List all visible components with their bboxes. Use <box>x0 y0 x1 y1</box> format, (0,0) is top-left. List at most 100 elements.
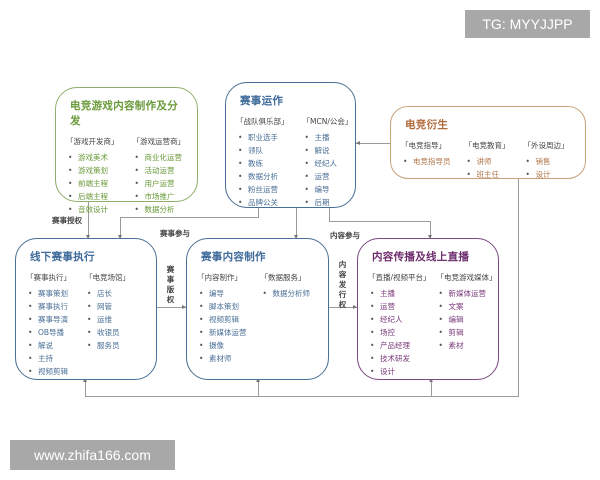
list-item: •商业化运营 <box>134 153 183 162</box>
column-live-video-platform: 「直播/视频平台」 •主播 •运营 •经纪人 •场控 •产品经理 •技术研发 •… <box>368 272 431 378</box>
column-header: 「内容制作」 <box>197 273 242 282</box>
column-header: 「外设周边」 <box>523 141 569 150</box>
edge-label-event-license: 赛事授权 <box>52 216 82 225</box>
list-item: •视频剪辑 <box>28 367 68 376</box>
list-item: •前端主程 <box>68 179 108 188</box>
box-offline-event-execution: 线下赛事执行 「赛事执行」 •赛事策划 •赛事执行 •赛事导演 •OB导播 •解… <box>15 238 157 380</box>
list-item: •运营 <box>304 172 330 181</box>
connector-loop-offline <box>85 380 86 397</box>
list-item: •主持 <box>28 354 53 363</box>
list-item: •职业选手 <box>238 133 278 142</box>
list-item: •店长 <box>87 289 112 298</box>
list-item: •设计 <box>370 367 395 376</box>
connector-participation <box>120 217 259 218</box>
edge-label-event-participation: 赛事参与 <box>160 229 190 238</box>
list-item: •后期 <box>304 198 330 207</box>
list-item: •用户运营 <box>134 179 175 188</box>
edge-label-event-copyright: 赛事版权 <box>166 265 175 304</box>
list-item: •经纪人 <box>304 159 338 168</box>
arrow-icon <box>429 378 433 382</box>
edge-label-content-distribution-right: 内容发行权 <box>338 260 347 309</box>
connector-participation <box>120 217 121 239</box>
column-header: 「赛事执行」 <box>26 273 71 282</box>
edge-label-content-participation: 内容参与 <box>330 231 360 240</box>
box-esports-derivatives: 电竞衍生 「电竞指导」 •电竞指导员 「电竞教育」 •讲师 •班主任 「外设周边… <box>390 106 586 179</box>
column-header: 「数据服务」 <box>260 273 306 282</box>
arrow-icon <box>294 235 298 239</box>
list-item: •游戏美术 <box>68 153 108 162</box>
column-header: 「游戏运营商」 <box>132 137 186 146</box>
list-item: •赛事执行 <box>28 302 68 311</box>
arrow-icon <box>86 235 90 239</box>
column-esports-guidance: 「电竞指导」 •电竞指导员 <box>401 140 451 181</box>
watermark-text: TG: MYYJJPP <box>482 16 573 32</box>
list-item: •数据分析 <box>134 205 175 214</box>
watermark-bottom-left: www.zhifa166.com <box>10 440 175 470</box>
box-title: 内容传播及线上直播 <box>372 251 470 263</box>
list-item: •后端主程 <box>68 192 108 201</box>
column-mcn-guild: 「MCN/公会」 •主播 •解说 •经纪人 •运营 •编导 •后期 <box>303 116 353 209</box>
list-item: •脚本策划 <box>199 302 239 311</box>
column-header: 「电竞指导」 <box>401 141 446 150</box>
list-item: •主播 <box>370 289 395 298</box>
connector-content-participation <box>329 221 431 222</box>
list-item: •编辑 <box>438 315 464 324</box>
column-game-developer: 「游戏开发商」 •游戏美术 •游戏策划 •前端主程 •后端主程 •音效设计 <box>66 136 119 216</box>
list-item: •网管 <box>87 302 112 311</box>
column-esports-game-media: 「电竞游戏媒体」 •新媒体运营 •文案 •编辑 •剪辑 •素材 <box>437 272 497 378</box>
box-title: 赛事内容制作 <box>201 251 266 263</box>
connector-derivatives-loop <box>518 178 519 396</box>
box-title: 电竞衍生 <box>405 119 449 131</box>
column-header: 「电竞游戏媒体」 <box>436 273 497 282</box>
column-content-production: 「内容制作」 •编导 •脚本策划 •视频剪辑 •新媒体运营 •摄像 •素材师 <box>197 272 247 365</box>
column-header: 「游戏开发商」 <box>66 137 119 146</box>
arrow-icon <box>256 378 260 382</box>
watermark-text: www.zhifa166.com <box>34 447 151 463</box>
list-item: •OB导播 <box>28 328 65 337</box>
list-item: •教练 <box>238 159 263 168</box>
column-game-operator: 「游戏运营商」 •商业化运营 •活动运营 •用户运营 •市场推广 •数据分析 <box>133 136 186 216</box>
list-item: •文案 <box>438 302 464 311</box>
column-data-service: 「数据服务」 •数据分析师 <box>261 272 311 365</box>
column-esports-venue: 「电竞场馆」 •店长 •网管 •运维 •收银员 •服务员 <box>85 272 130 378</box>
list-item: •摄像 <box>199 341 224 350</box>
column-header: 「MCN/公会」 <box>302 117 353 126</box>
list-item: •编导 <box>199 289 224 298</box>
arrow-icon <box>353 305 357 309</box>
connector-copyright <box>157 307 186 308</box>
box-event-operations: 赛事运作 「战队俱乐部」 •职业选手 •领队 •教练 •数据分析 •粉丝运营 •… <box>225 82 356 208</box>
connector-license <box>88 201 89 239</box>
list-item: •剪辑 <box>438 328 464 337</box>
connector-loop-content <box>258 380 259 397</box>
list-item: •班主任 <box>466 170 500 179</box>
list-item: •销售 <box>525 157 551 166</box>
list-item: •数据分析 <box>238 172 278 181</box>
column-header: 「战队俱乐部」 <box>236 117 289 126</box>
list-item: •粉丝运营 <box>238 185 278 194</box>
arrow-icon <box>118 235 122 239</box>
list-item: •讲师 <box>466 157 492 166</box>
list-item: •新媒体运营 <box>438 289 487 298</box>
list-item: •经纪人 <box>370 315 403 324</box>
column-header: 「电竞场馆」 <box>85 273 130 282</box>
arrow-icon <box>356 141 360 145</box>
list-item: •设计 <box>525 170 551 179</box>
arrow-icon <box>83 378 87 382</box>
list-item: •解说 <box>304 146 330 155</box>
list-item: •主播 <box>304 133 330 142</box>
list-item: •服务员 <box>87 341 120 350</box>
connector-content-participation <box>329 207 330 221</box>
column-header: 「电竞教育」 <box>464 141 510 150</box>
box-title: 电竞游戏内容制作及分发 <box>70 100 178 127</box>
list-item: •编导 <box>304 185 330 194</box>
connector-distribution-right <box>329 307 357 308</box>
list-item: •视频剪辑 <box>199 315 239 324</box>
list-item: •运维 <box>87 315 112 324</box>
list-item: •数据分析师 <box>262 289 311 298</box>
list-item: •赛事策划 <box>28 289 68 298</box>
list-item: •运营 <box>370 302 395 311</box>
column-header: 「直播/视频平台」 <box>368 273 431 282</box>
list-item: •市场推广 <box>134 192 175 201</box>
arrow-icon <box>428 235 432 239</box>
column-esports-education: 「电竞教育」 •讲师 •班主任 <box>465 140 510 181</box>
